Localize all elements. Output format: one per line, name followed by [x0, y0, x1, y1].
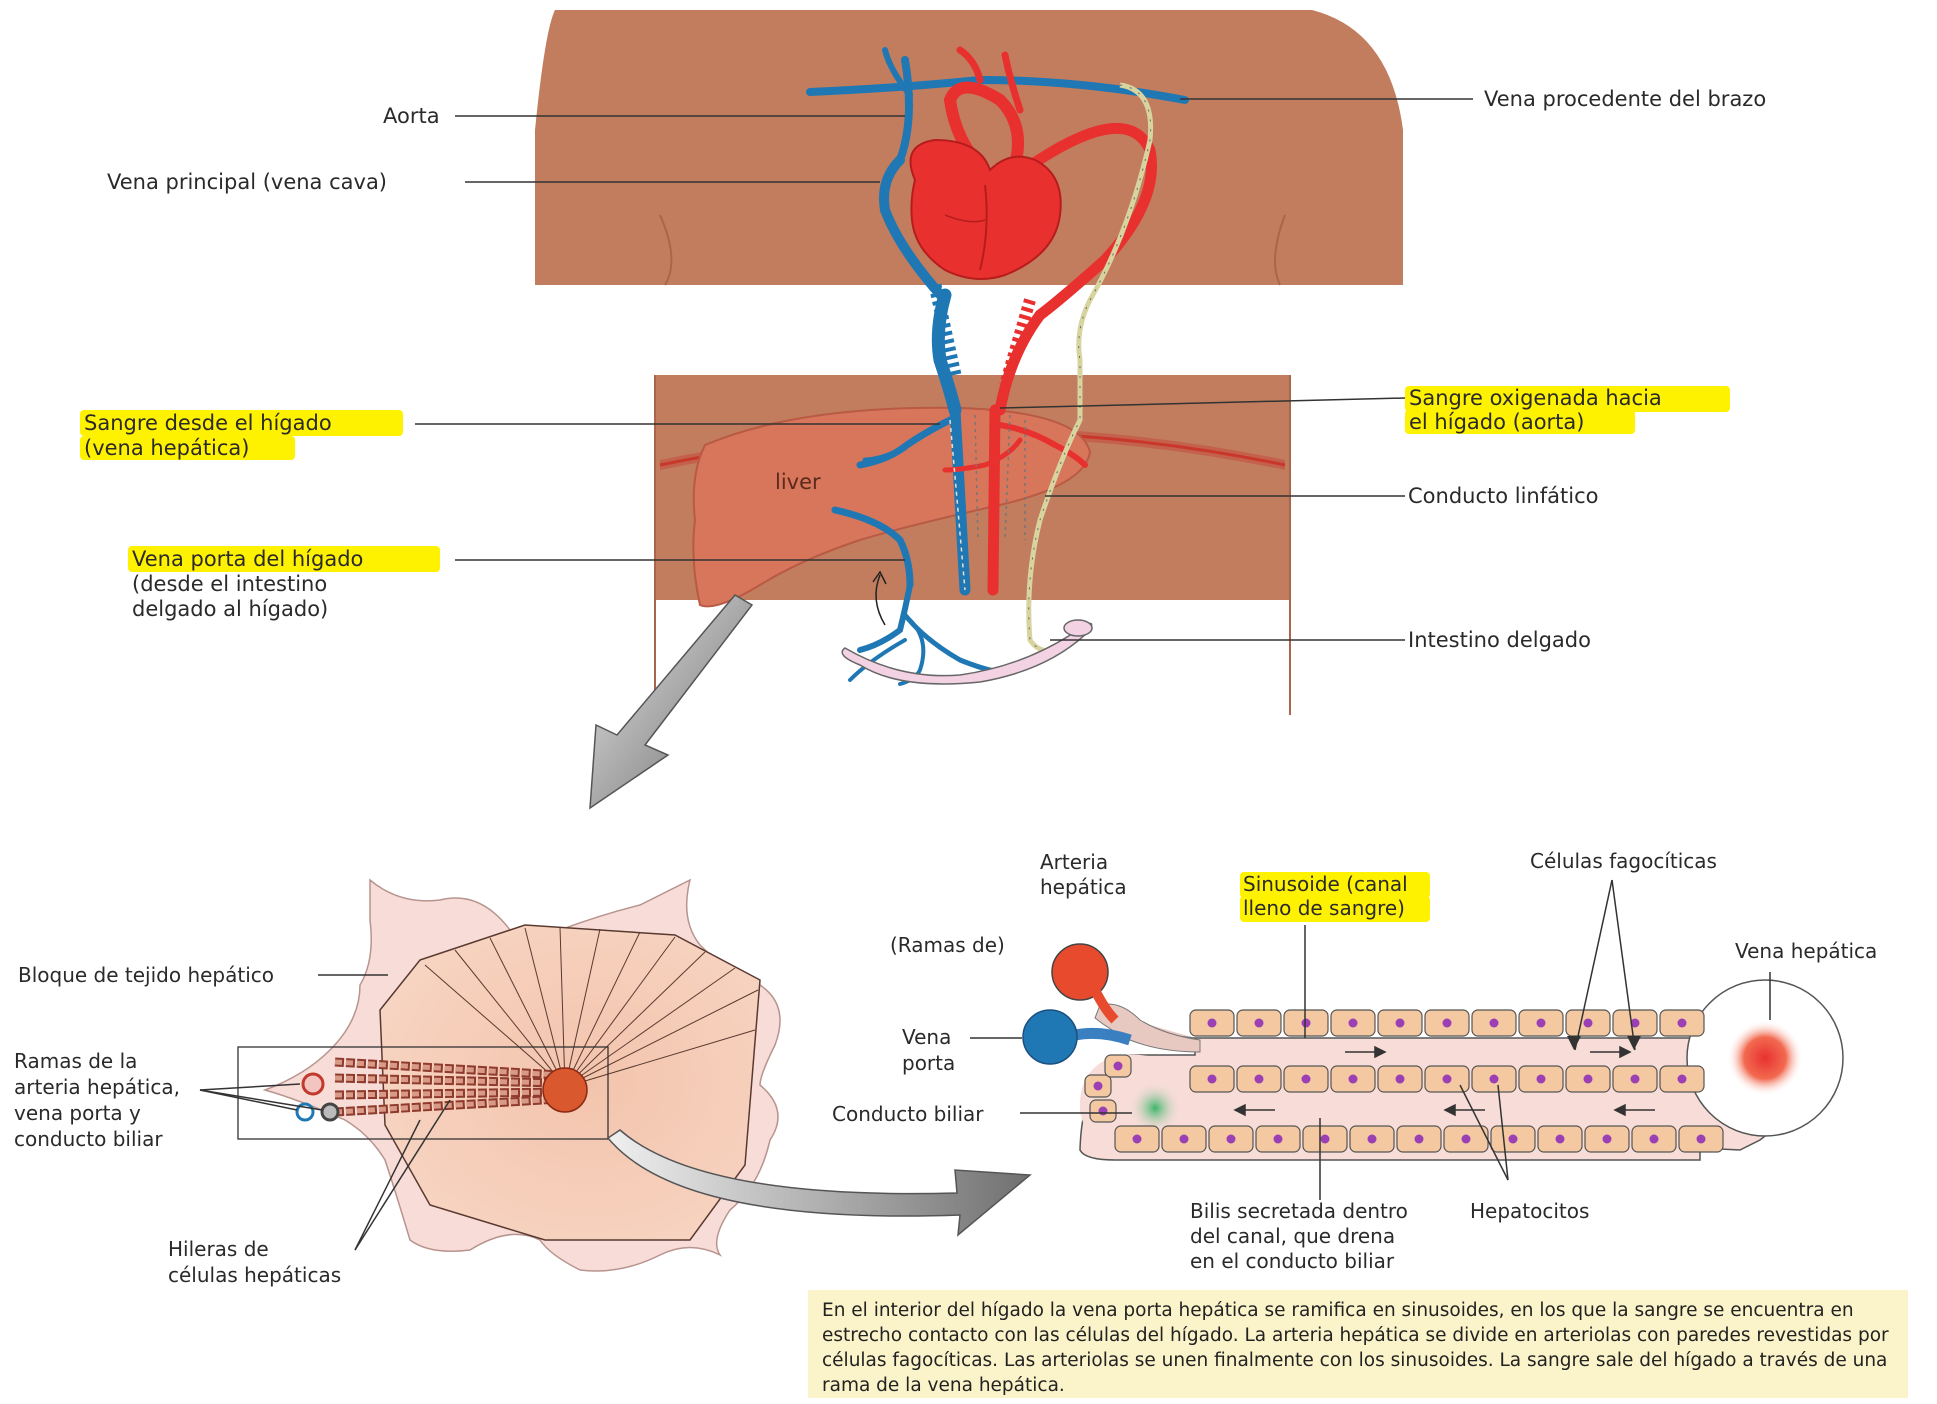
sinusoid-detail	[1023, 944, 1843, 1160]
hepatocyte-nucleus	[1255, 1075, 1264, 1084]
hepatocyte-nucleus	[1114, 1062, 1123, 1071]
hepatocyte-nucleus	[1227, 1135, 1236, 1144]
label-liver: liver	[775, 470, 821, 494]
hepatocyte-nucleus	[1180, 1135, 1189, 1144]
hepatocyte-nucleus	[1302, 1019, 1311, 1028]
label-conducto-linfatico: Conducto linfático	[1408, 484, 1598, 508]
label-aorta: Aorta	[383, 104, 440, 128]
label-hepatocitos: Hepatocitos	[1470, 1199, 1589, 1223]
hepatocyte-nucleus	[1274, 1135, 1283, 1144]
label-arteria-2: hepática	[1040, 875, 1127, 899]
label-sangre-higado-1: Sangre desde el hígado	[84, 411, 332, 435]
hepatocyte-nucleus	[1321, 1135, 1330, 1144]
hepatocyte-nucleus	[1584, 1075, 1593, 1084]
liver-lobule	[238, 880, 780, 1271]
label-hileras-1: Hileras de	[168, 1237, 269, 1261]
hepatic-artery-branch	[303, 1074, 323, 1094]
hepatocyte-nucleus	[1490, 1019, 1499, 1028]
label-sinusoide-2: lleno de sangre)	[1243, 896, 1405, 920]
label-vena-porta-3: delgado al hígado)	[132, 597, 328, 621]
hepatocyte-nucleus	[1678, 1019, 1687, 1028]
hepatocyte-nucleus	[1368, 1135, 1377, 1144]
hepatocyte-nucleus	[1697, 1135, 1706, 1144]
caption-box: En el interior del hígado la vena porta …	[808, 1290, 1908, 1398]
label-vena-porta-1: Vena porta del hígado	[132, 547, 363, 571]
label-hileras-2: células hepáticas	[168, 1263, 341, 1287]
hepatocyte-nucleus	[1443, 1019, 1452, 1028]
hepatocyte-nucleus	[1255, 1019, 1264, 1028]
label-bloque: Bloque de tejido hepático	[18, 963, 274, 987]
hepatocyte-nucleus	[1678, 1075, 1687, 1084]
label-ramas-de: (Ramas de)	[890, 933, 1005, 957]
hepatocyte-nucleus	[1208, 1019, 1217, 1028]
label-vena-cava: Vena principal (vena cava)	[107, 170, 387, 194]
hepatocyte-nucleus	[1509, 1135, 1518, 1144]
hepatocyte-nucleus	[1208, 1075, 1217, 1084]
hepatocyte-nucleus	[1349, 1019, 1358, 1028]
label-ramas-1: Ramas de la	[14, 1049, 137, 1073]
hepatocyte-nucleus	[1302, 1075, 1311, 1084]
hepatocyte-nucleus	[1537, 1019, 1546, 1028]
label-conducto-biliar: Conducto biliar	[832, 1102, 984, 1126]
label-bilis-1: Bilis secretada dentro	[1190, 1199, 1408, 1223]
hepatocyte-nucleus	[1133, 1135, 1142, 1144]
hepatocyte-nucleus	[1537, 1075, 1546, 1084]
hepatocyte-nucleus	[1415, 1135, 1424, 1144]
hepatocyte-nucleus	[1584, 1019, 1593, 1028]
hepatocyte-nucleus	[1650, 1135, 1659, 1144]
hepatocyte-nucleus	[1396, 1019, 1405, 1028]
label-ramas-2: arteria hepática,	[14, 1075, 180, 1099]
hepatocyte-nucleus	[1443, 1075, 1452, 1084]
label-vena-porta-small-1: Vena	[902, 1025, 951, 1049]
caption-text: En el interior del hígado la vena porta …	[822, 1300, 1889, 1396]
hepatocyte-nucleus	[1631, 1075, 1640, 1084]
label-vena-hepatica: Vena hepática	[1735, 939, 1877, 963]
hepatocyte-nucleus	[1490, 1075, 1499, 1084]
hepatocyte-nucleus	[1603, 1135, 1612, 1144]
label-intestino: Intestino delgado	[1408, 628, 1591, 652]
label-bilis-2: del canal, que drena	[1190, 1224, 1395, 1248]
hepatocyte-nucleus	[1094, 1082, 1103, 1091]
hepatocyte-nucleus	[1349, 1075, 1358, 1084]
label-ramas-4: conducto biliar	[14, 1127, 163, 1151]
label-vena-brazo: Vena procedente del brazo	[1484, 87, 1766, 111]
hepatocyte-nucleus	[1462, 1135, 1471, 1144]
label-ramas-3: vena porta y	[14, 1101, 141, 1125]
label-arteria-1: Arteria	[1040, 850, 1108, 874]
central-vein	[543, 1068, 587, 1112]
label-bilis-3: en el conducto biliar	[1190, 1249, 1395, 1273]
label-sinusoide-1: Sinusoide (canal	[1243, 872, 1408, 896]
label-sangre-higado-2: (vena hepática)	[84, 436, 250, 460]
label-sangre-oxigenada-2: el hígado (aorta)	[1409, 410, 1584, 434]
hepatocyte-nucleus	[1396, 1075, 1405, 1084]
bile-duct-branch	[322, 1104, 338, 1120]
hepatocyte-nucleus	[1099, 1107, 1108, 1116]
label-vena-porta-2: (desde el intestino	[132, 572, 327, 596]
label-sangre-oxigenada-1: Sangre oxigenada hacia	[1409, 386, 1662, 410]
hepatocyte-nucleus	[1556, 1135, 1565, 1144]
label-vena-porta-small-2: porta	[902, 1051, 955, 1075]
portal-vein-bulb	[1023, 1010, 1077, 1064]
label-fagociticas: Células fagocíticas	[1530, 849, 1717, 873]
